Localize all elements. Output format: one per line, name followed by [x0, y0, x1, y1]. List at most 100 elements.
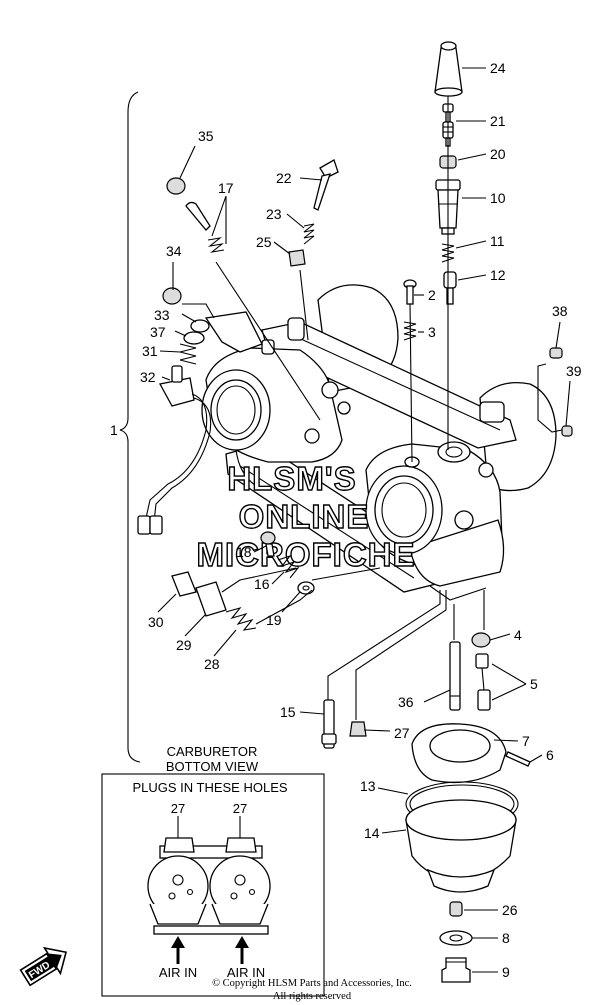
guide-lines	[182, 96, 563, 720]
callout-14: 14	[364, 825, 380, 841]
callout-27: 27	[394, 725, 410, 741]
part-17-screw	[185, 201, 225, 253]
part-36-needle-jet	[449, 641, 461, 711]
air-in-arrow-right	[235, 936, 249, 964]
part-27-plug	[349, 721, 367, 737]
part-15-pilot-jet	[321, 699, 337, 749]
fwd-direction-badge: FWD	[19, 946, 68, 987]
callout-28: 28	[204, 656, 220, 672]
air-in-arrow-left	[171, 936, 185, 964]
callout-20: 20	[490, 146, 506, 162]
callout-36: 36	[398, 694, 414, 710]
callout-39: 39	[566, 363, 582, 379]
part-35-cap	[166, 177, 186, 195]
callout-31: 31	[142, 343, 158, 359]
callout-4: 4	[514, 627, 522, 643]
callout-38: 38	[552, 303, 568, 319]
callout-7: 7	[522, 733, 530, 749]
leader-lines	[157, 67, 571, 973]
inset-title-line-2: BOTTOM VIEW	[166, 759, 259, 774]
part-5-jets	[475, 653, 491, 711]
part-14-float-bowl	[405, 799, 517, 893]
callout-32: 32	[140, 369, 156, 385]
part-32-starter	[137, 365, 212, 535]
part-12-jet	[443, 271, 457, 305]
part-4-washer	[471, 632, 491, 648]
callout-37: 37	[150, 324, 166, 340]
part-29-sleeve	[195, 581, 227, 617]
inset-bottom-view: CARBURETOR BOTTOM VIEW PLUGS IN THESE HO…	[101, 744, 325, 997]
part-39-screw	[561, 425, 573, 437]
callout-11: 11	[490, 233, 505, 249]
callout-12: 12	[490, 267, 506, 283]
callout-9: 9	[502, 964, 510, 980]
callout-8: 8	[502, 930, 510, 946]
part-34-ring	[162, 287, 182, 305]
inset-base	[153, 925, 269, 935]
part-26-screw	[449, 901, 463, 917]
callout-18: 18	[236, 544, 252, 560]
part-33-washer	[190, 319, 210, 333]
part-16-spring	[277, 554, 300, 579]
callout-1: 1	[110, 422, 118, 438]
callout-15: 15	[280, 704, 296, 720]
copyright-line-1: © Copyright HLSM Parts and Accessories, …	[212, 978, 412, 989]
part-24-cap	[434, 41, 463, 97]
part-31-spring	[179, 343, 197, 365]
part-11-spring	[441, 243, 455, 263]
part-28-spring	[225, 606, 257, 631]
callout-19: 19	[266, 612, 282, 628]
part-22-screw	[313, 159, 339, 211]
assembly-bracket	[119, 91, 141, 763]
plug-label-left: 27	[171, 801, 185, 816]
callout-2: 2	[428, 287, 436, 303]
part-25-plug	[288, 249, 306, 267]
part-8-washer	[439, 930, 473, 946]
watermark-line-3: MICROFICHE	[197, 536, 416, 573]
inset-title-line-1: CARBURETOR	[167, 744, 258, 759]
part-18-screw	[260, 531, 276, 557]
callout-22: 22	[276, 170, 292, 186]
callout-5: 5	[530, 676, 538, 692]
callout-30: 30	[148, 614, 164, 630]
watermark: HLSM'S ONLINE MICROFICHE	[196, 459, 416, 573]
air-in-label-left: AIR IN	[159, 965, 197, 980]
carburetor-body	[201, 284, 557, 601]
air-in-label-right: AIR IN	[227, 965, 265, 980]
plug-label-right: 27	[233, 801, 247, 816]
callout-26: 26	[502, 902, 518, 918]
callout-35: 35	[198, 128, 214, 144]
part-19-oring	[297, 581, 315, 595]
callout-13: 13	[360, 778, 376, 794]
part-float	[411, 723, 507, 784]
part-6-pin	[505, 751, 531, 767]
copyright: © Copyright HLSM Parts and Accessories, …	[212, 978, 412, 1002]
callout-33: 33	[154, 307, 170, 323]
part-30-plunger	[171, 571, 197, 597]
callout-25: 25	[256, 234, 272, 250]
part-38-screw	[549, 347, 563, 359]
part-23-spring	[303, 223, 315, 245]
part-9-drain-plug	[441, 957, 471, 983]
callout-16: 16	[254, 576, 270, 592]
callout-23: 23	[266, 206, 282, 222]
callout-17: 17	[218, 180, 234, 196]
callout-6: 6	[546, 747, 554, 763]
callout-29: 29	[176, 637, 192, 653]
callout-24: 24	[490, 60, 506, 76]
callout-34: 34	[166, 243, 182, 259]
part-3-spring	[403, 321, 417, 341]
callout-10: 10	[490, 190, 506, 206]
watermark-line-1: HLSM'S	[227, 460, 356, 497]
callout-21: 21	[490, 113, 506, 129]
watermark-line-2: ONLINE	[239, 498, 370, 535]
parts	[137, 41, 573, 983]
copyright-line-2: All rights reserved	[273, 991, 352, 1002]
inset-frame	[101, 773, 325, 997]
part-37-oring	[183, 331, 205, 345]
callout-3: 3	[428, 324, 436, 340]
part-2-screw	[403, 279, 417, 305]
inset-heading: PLUGS IN THESE HOLES	[132, 780, 287, 795]
callout-labels: 1 2 3 4 5 6 7 8 9 10 11 12 13 14 15 16 1…	[110, 60, 582, 980]
